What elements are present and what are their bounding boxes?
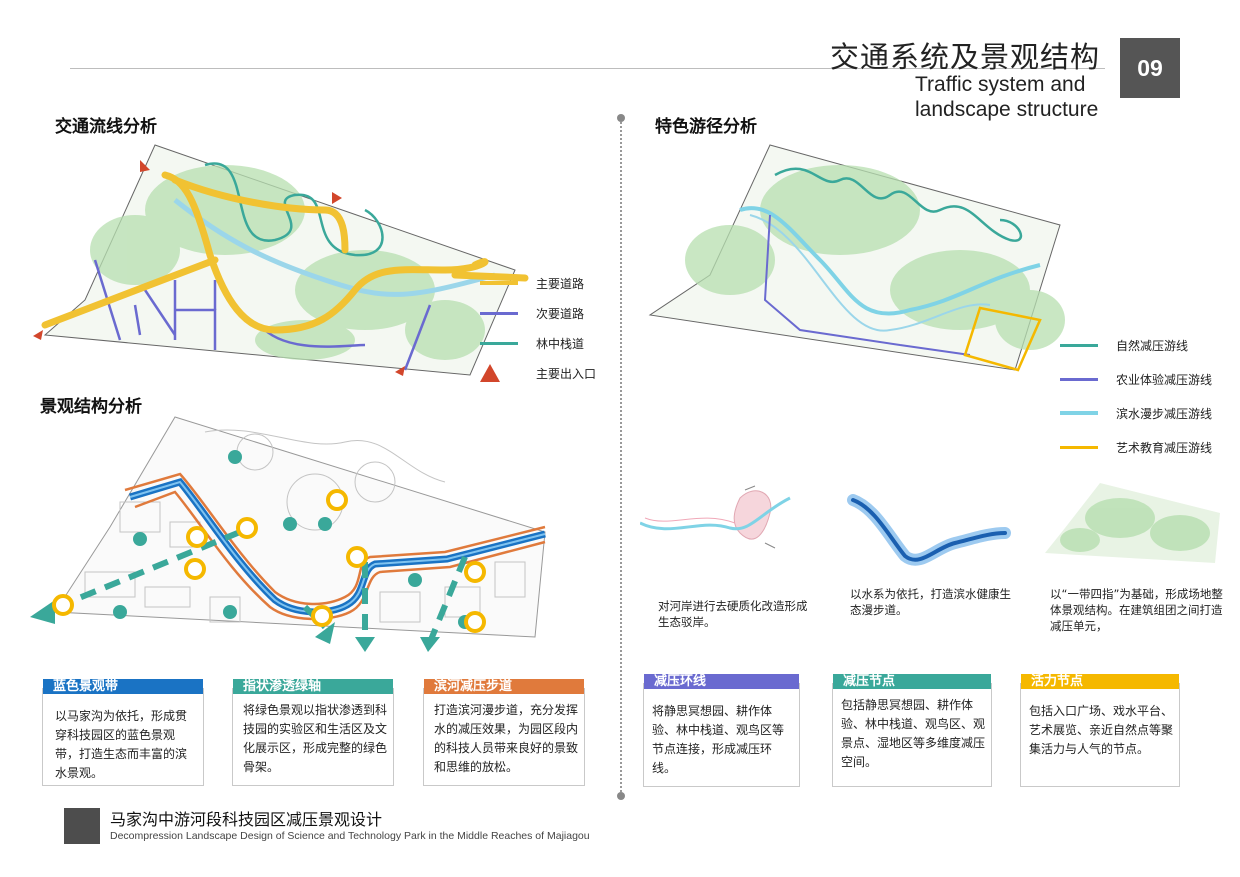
structure-site-outline — [54, 416, 546, 638]
structure-mini-map — [1045, 483, 1220, 563]
legend-secondary-road-label: 次要道路 — [536, 306, 585, 321]
legend-agri: 农业体验减压游线 — [1060, 362, 1212, 396]
card-vitality: 活力节点 包括入口广场、戏水平台、艺术展览、亲近自然点等聚集活力与人气的节点。 — [1020, 674, 1180, 787]
legend-boardwalk-label: 林中栈道 — [536, 336, 585, 351]
page-title-en-line2: landscape structure — [915, 98, 1099, 121]
card-vitality-text: 包括入口广场、戏水平台、艺术展览、亲近自然点等聚集活力与人气的节点。 — [1029, 704, 1174, 756]
legend-secondary-road-swatch — [480, 311, 518, 315]
yellow-nodes — [52, 489, 486, 633]
legend-natural-swatch — [1060, 343, 1098, 347]
blue-landscape-band-core — [129, 480, 546, 613]
caption-structure: 以“一带四指”为基础，形成场地整体景观结构。在建筑组团之间打造减压单元， — [1050, 587, 1223, 633]
main-roads — [41, 171, 529, 334]
card-green-axis-head: 指状渗透绿轴 — [233, 679, 393, 694]
page-number-badge: 09 — [1120, 38, 1180, 98]
legend-boardwalk-swatch — [480, 341, 518, 345]
legend-secondary-road: 次要道路 — [480, 298, 596, 328]
structure-section-title: 景观结构分析 — [40, 397, 142, 417]
card-blue-band-head: 蓝色景观带 — [43, 679, 203, 694]
waterfront-walk-diagram — [847, 494, 1011, 566]
caption-waterfront-walk: 以水系为依托，打造滨水健康生态漫步道。 — [850, 587, 1011, 617]
legend-art: 艺术教育减压游线 — [1060, 430, 1212, 464]
waterfront-route — [739, 206, 1041, 316]
page-title-cn: 交通系统及景观结构 — [830, 40, 1101, 74]
legend-natural: 自然减压游线 — [1060, 328, 1212, 362]
page-title-en-line1: Traffic system and — [915, 73, 1086, 96]
legend-main-road-label: 主要道路 — [536, 276, 585, 291]
route-legend: 自然减压游线 农业体验减压游线 滨水漫步减压游线 艺术教育减压游线 — [1060, 328, 1212, 464]
footer-title-cn: 马家沟中游河段科技园区减压景观设计 — [110, 810, 383, 829]
footer-title-en: Decompression Landscape Design of Scienc… — [110, 830, 590, 842]
route-river — [749, 214, 991, 332]
legend-boardwalk: 林中栈道 — [480, 328, 596, 358]
divider-top-dot — [617, 114, 625, 122]
legend-natural-label: 自然减压游线 — [1116, 338, 1189, 353]
card-nodes-head: 减压节点 — [833, 674, 991, 689]
card-nodes-text: 包括静思冥想园、耕作体验、林中栈道、观鸟区、观景点、湿地区等多维度减压空间。 — [841, 698, 986, 769]
card-vitality-head: 活力节点 — [1021, 674, 1179, 689]
center-divider — [620, 118, 622, 796]
card-riverside-walk-text: 打造滨河漫步道，充分发挥水的减压效果，为园区段内的科技人员带来良好的景致和思维的… — [434, 703, 579, 774]
ecological-bank-diagram — [640, 485, 791, 549]
traffic-river — [173, 198, 496, 297]
legend-main-road-swatch — [480, 281, 518, 285]
traffic-map — [33, 144, 529, 376]
art-route — [963, 306, 1042, 372]
route-section-title: 特色游径分析 — [655, 117, 757, 137]
card-blue-band-text: 以马家沟为依托，形成贯穿科技园区的蓝色景观带，打造生态而丰富的滨水景观。 — [55, 709, 188, 780]
divider-bottom-dot — [617, 792, 625, 800]
card-green-axis-text: 将绿色景观以指状渗透到科技园的实验区和生活区及文化展示区，形成完整的绿色骨架。 — [243, 703, 388, 774]
card-loop: 减压环线 将静思冥想园、耕作体验、林中栈道、观鸟区等节点连接，形成减压环线。 — [643, 674, 800, 787]
caption-ecological-bank: 对河岸进行去硬质化改造形成生态驳岸。 — [658, 599, 808, 629]
legend-entrance: 主要出入口 — [480, 358, 596, 388]
legend-waterfront: 滨水漫步减压游线 — [1060, 396, 1212, 430]
forest-boardwalk — [204, 162, 384, 257]
legend-main-road: 主要道路 — [480, 268, 596, 298]
legend-entrance-icon — [480, 364, 500, 382]
main-entrances — [33, 160, 405, 376]
legend-art-label: 艺术教育减压游线 — [1116, 440, 1213, 455]
legend-agri-label: 农业体验减压游线 — [1116, 372, 1213, 387]
card-green-axis: 指状渗透绿轴 将绿色景观以指状渗透到科技园的实验区和生活区及文化展示区，形成完整… — [232, 679, 394, 786]
footer-block — [64, 808, 100, 844]
green-axis-arrows — [30, 600, 440, 652]
legend-waterfront-label: 滨水漫步减压游线 — [1116, 406, 1213, 421]
route-map — [648, 144, 1065, 372]
legend-waterfront-swatch — [1060, 411, 1098, 415]
card-blue-band: 蓝色景观带 以马家沟为依托，形成贯穿科技园区的蓝色景观带，打造生态而丰富的滨水景… — [42, 679, 204, 786]
card-riverside-walk: 滨河减压步道 打造滨河漫步道，充分发挥水的减压效果，为园区段内的科技人员带来良好… — [423, 679, 585, 786]
page-title-en: Traffic system and landscape structure — [915, 72, 1098, 122]
legend-art-swatch — [1060, 445, 1098, 449]
traffic-section-title: 交通流线分析 — [55, 117, 157, 137]
structure-map — [30, 416, 546, 652]
card-loop-head: 减压环线 — [644, 674, 799, 689]
structure-buildings — [84, 429, 526, 623]
agri-route — [763, 214, 971, 356]
header-rule — [70, 68, 1105, 69]
legend-entrance-label: 主要出入口 — [536, 366, 597, 381]
card-riverside-walk-head: 滨河减压步道 — [424, 679, 584, 694]
traffic-legend: 主要道路 次要道路 林中栈道 主要出入口 — [480, 268, 596, 388]
natural-route — [774, 167, 1022, 242]
card-loop-text: 将静思冥想园、耕作体验、林中栈道、观鸟区等节点连接，形成减压环线。 — [652, 704, 785, 775]
legend-agri-swatch — [1060, 377, 1098, 381]
card-nodes: 减压节点 包括静思冥想园、耕作体验、林中栈道、观鸟区、观景点、湿地区等多维度减压… — [832, 674, 992, 787]
